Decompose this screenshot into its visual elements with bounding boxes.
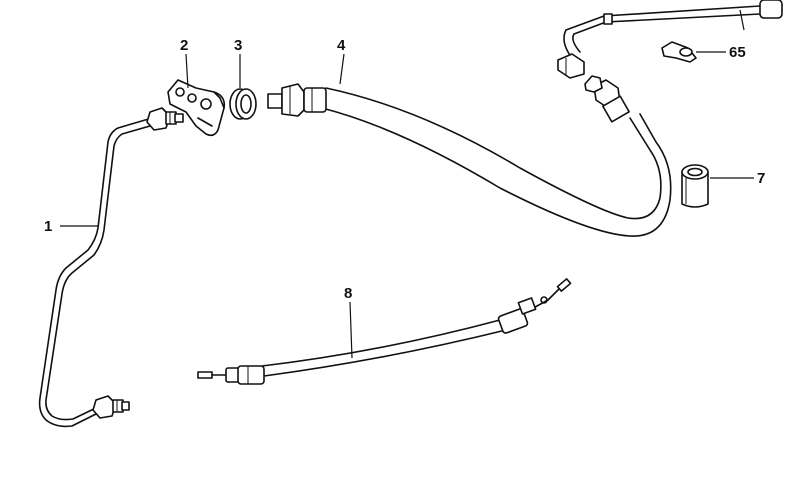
- callout-1: 1: [44, 218, 52, 235]
- part-3-grommet[interactable]: [229, 88, 257, 120]
- callout-4: 4: [337, 37, 346, 54]
- callout-8: 8: [344, 285, 352, 302]
- callout-7: 7: [757, 170, 765, 187]
- callout-2: 2: [180, 37, 188, 54]
- part-65-clip[interactable]: [661, 41, 697, 63]
- part-1-rigid-line[interactable]: [38, 107, 184, 428]
- callout-leaders: [60, 9, 754, 359]
- callout-3: 3: [234, 37, 242, 54]
- callout-65: 65: [729, 44, 746, 61]
- part-4-flex-hose[interactable]: [267, 75, 672, 237]
- part-2-bracket[interactable]: [167, 79, 226, 137]
- part-upper-pipe[interactable]: [557, 0, 783, 79]
- part-8-cable[interactable]: [197, 278, 572, 385]
- part-7-bushing[interactable]: [681, 164, 709, 208]
- callout-labels: 1 2 3 4 65 7 8: [44, 37, 765, 302]
